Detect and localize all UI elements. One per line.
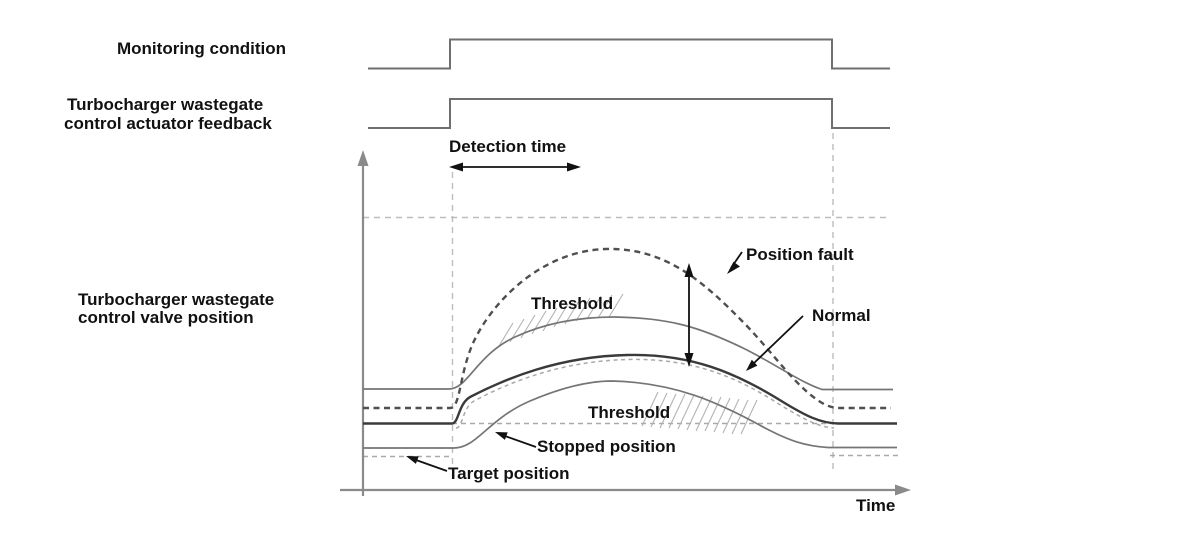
deviation-arrow-top-icon bbox=[684, 263, 694, 277]
time-axis-label: Time bbox=[856, 496, 895, 515]
detection-time-label: Detection time bbox=[449, 137, 566, 156]
detection-arrow-right-icon bbox=[567, 162, 581, 172]
position-curves bbox=[363, 247, 897, 449]
position-fault-label: Position fault bbox=[746, 245, 854, 264]
valve-position-label-line1: Turbocharger wastegate bbox=[78, 290, 274, 309]
y-axis-arrow-icon bbox=[357, 150, 369, 166]
valve-position-label-line2: control valve position bbox=[78, 308, 254, 327]
x-axis-arrow-icon bbox=[895, 484, 911, 496]
position-fault-arrowhead-icon bbox=[727, 261, 740, 274]
hatch-lower-threshold bbox=[641, 391, 758, 435]
arrowheads bbox=[406, 162, 758, 464]
target-position-label: Target position bbox=[448, 464, 570, 483]
axes bbox=[340, 150, 911, 496]
pulse-signals bbox=[368, 38, 890, 129]
deviation-arrow-bottom-icon bbox=[684, 353, 694, 367]
threshold-upper-curve bbox=[363, 316, 893, 391]
normal-label: Normal bbox=[812, 306, 871, 325]
threshold-lower-curve bbox=[363, 380, 897, 449]
normal-pointer-line bbox=[751, 315, 804, 366]
normal-curve bbox=[363, 353, 897, 425]
stopped-position-pointer-line bbox=[504, 435, 537, 448]
target-position-pointer-line bbox=[415, 459, 448, 472]
monitoring-condition-label: Monitoring condition bbox=[117, 39, 286, 58]
monitoring-condition-pulse bbox=[368, 38, 890, 70]
stopped-position-arrowhead-icon bbox=[495, 432, 508, 440]
threshold-upper-label: Threshold bbox=[531, 294, 613, 313]
detection-arrow-left-icon bbox=[449, 162, 463, 172]
actuator-feedback-label-line1: Turbocharger wastegate bbox=[67, 95, 263, 114]
actuator-feedback-pulse bbox=[368, 98, 890, 129]
threshold-lower-label: Threshold bbox=[588, 403, 670, 422]
stopped-position-label: Stopped position bbox=[537, 437, 676, 456]
target-position-curve bbox=[455, 358, 835, 429]
target-position-arrowhead-icon bbox=[406, 456, 419, 464]
actuator-feedback-label-line2: control actuator feedback bbox=[64, 114, 272, 133]
normal-arrowhead-icon bbox=[746, 359, 758, 371]
threshold-hatching bbox=[498, 293, 758, 435]
position-fault-curve bbox=[363, 247, 891, 410]
guide-lines bbox=[363, 133, 888, 470]
diagram-labels: Monitoring condition Turbocharger wasteg… bbox=[64, 39, 895, 515]
